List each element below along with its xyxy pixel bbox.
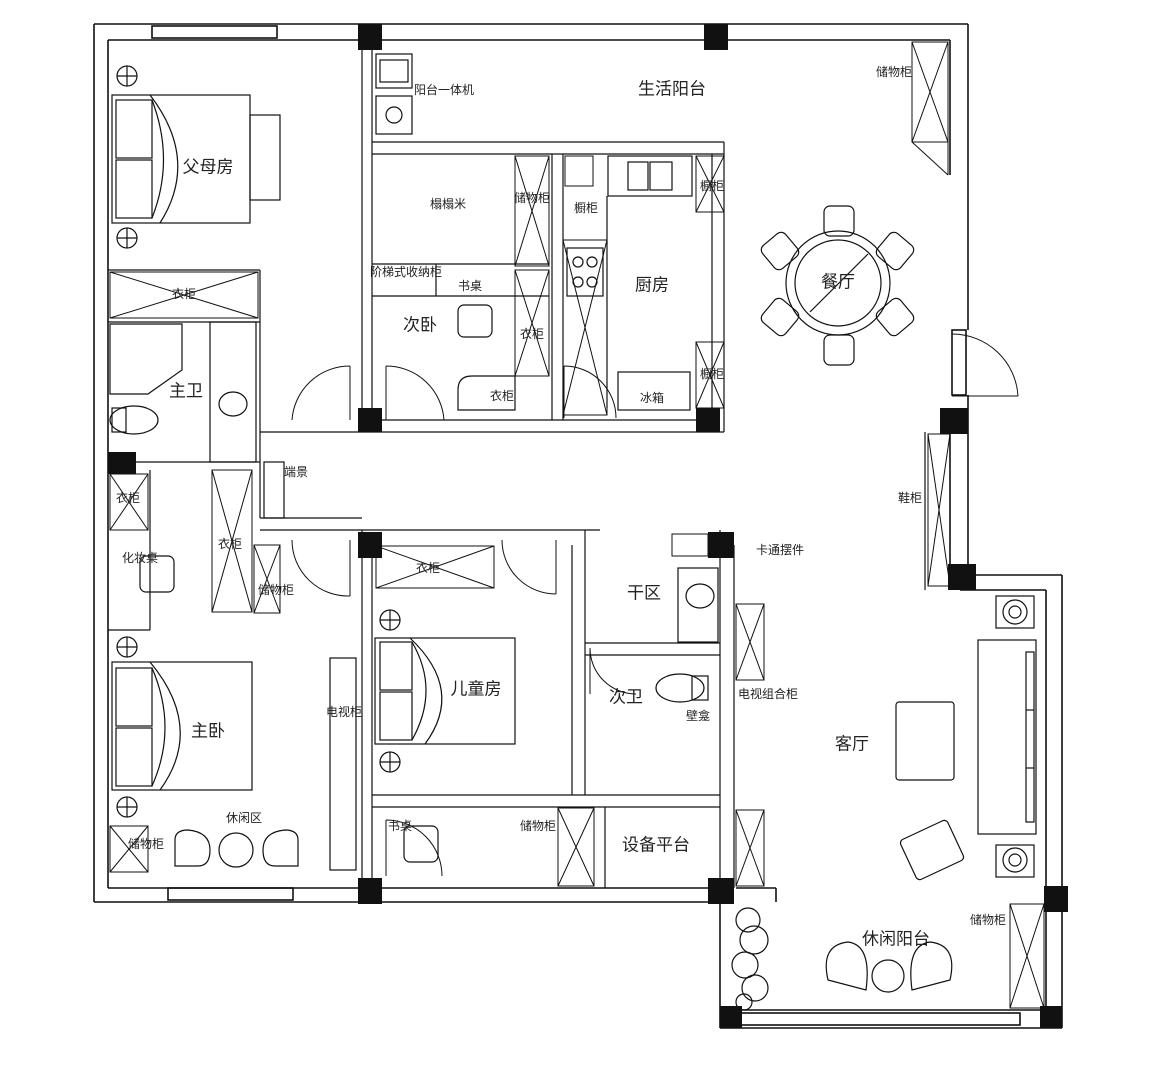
room-label-living: 客厅 [835,734,869,755]
washer [375,53,413,135]
room-label-leisure-balcony: 休闲阳台 [862,929,930,950]
room-label-dry-zone: 干区 [627,583,661,604]
second-bedroom-furniture [372,263,549,411]
label-wardrobe-master-1: 衣柜 [115,491,141,505]
label-shoe-cabinet: 鞋柜 [897,491,923,505]
label-storage-child: 储物柜 [519,819,557,833]
label-cabinet-k2: 橱柜 [699,179,725,193]
dining-table [760,205,915,366]
label-storage-second: 储物柜 [513,191,551,205]
label-wardrobe-master-2: 衣柜 [217,537,243,551]
label-cabinet-k3: 橱柜 [699,367,725,381]
bath-fixtures [109,321,719,703]
room-label-dining: 餐厅 [821,272,855,293]
room-label-utility-balcony: 生活阳台 [638,79,706,100]
label-tatami: 榻榻米 [429,197,467,211]
label-entry-view: 端景 [283,465,309,479]
label-cabinet-k1: 橱柜 [573,201,599,215]
plants [731,907,769,1011]
master-leisure [139,555,439,871]
room-label-master-bath: 主卫 [169,381,203,402]
label-stair-cabinet: 阶梯式收纳柜 [369,265,443,279]
kitchen-fixtures [566,155,693,411]
room-label-children: 儿童房 [450,679,502,700]
room-label-parents: 父母房 [182,157,234,178]
outer-walls [93,23,1063,1029]
label-storage-master-2: 储物柜 [127,837,165,851]
label-wardrobe-parents: 衣柜 [171,287,197,301]
bed-parents [111,65,281,249]
label-leisure-area: 休闲区 [225,811,263,825]
label-wardrobe-second: 衣柜 [519,327,545,341]
room-label-second-bedroom: 次卧 [403,315,437,336]
label-desk-second: 书桌 [457,279,483,293]
bed-child [374,609,516,773]
doors [291,333,1019,877]
label-vanity: 化妆桌 [121,551,159,565]
label-wardrobe-child: 衣柜 [415,561,441,575]
columns [108,24,1068,1028]
label-storage-master: 储物柜 [257,583,295,597]
room-label-kitchen: 厨房 [635,275,669,296]
room-label-second-bath: 次卫 [609,687,643,708]
living-furniture [895,595,1037,881]
label-cartoon: 卡通摆件 [755,543,805,557]
label-niche: 壁龛 [685,709,711,723]
label-fridge: 冰箱 [639,391,665,405]
cabinets [109,41,1045,1009]
room-label-equipment-platform: 设备平台 [622,835,690,856]
label-tv-cabinet-master: 电视柜 [325,705,363,719]
label-washer: 阳台一体机 [413,83,475,97]
label-desk-child: 书桌 [387,819,413,833]
room-label-master-bedroom: 主卧 [191,721,225,742]
leisure-furniture [731,907,953,1011]
label-storage-leisure: 储物柜 [969,913,1007,927]
label-tv-combo: 电视组合柜 [737,687,799,701]
bed-master [111,636,253,818]
label-wardrobe-second-2: 衣柜 [489,389,515,403]
label-storage-balcony: 储物柜 [875,65,913,79]
